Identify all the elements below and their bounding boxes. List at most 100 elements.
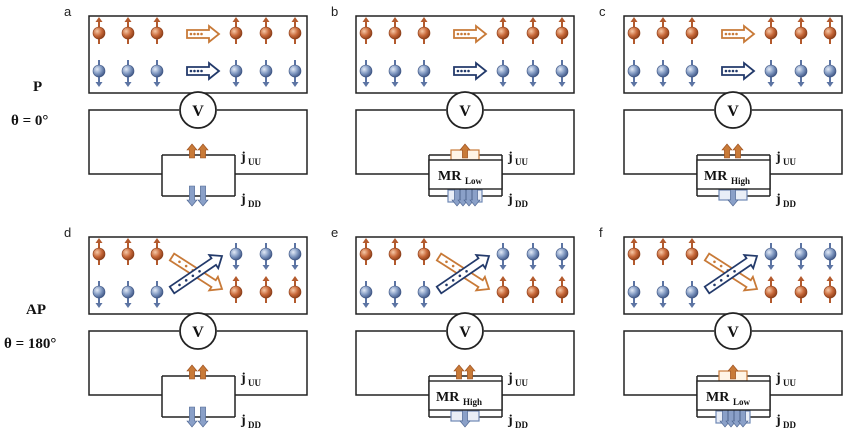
branch-sides [161, 155, 236, 196]
current-up-arrow [459, 143, 471, 159]
spin-up-electron [92, 238, 106, 265]
spin-up-electron [627, 238, 641, 265]
spin-down-electron [496, 243, 510, 270]
spin-up-electron [764, 17, 778, 44]
voltmeter-label: V [727, 103, 739, 120]
spin-down-electron [92, 60, 106, 87]
current-label-down-subscript: DD [515, 420, 528, 430]
current-label-down: j [240, 192, 246, 207]
spin-up-electron [417, 238, 431, 265]
panel-letter: e [331, 225, 338, 240]
spin-up-electron [150, 17, 164, 44]
voltmeter-label: V [192, 103, 204, 120]
current-label-up-subscript: UU [248, 378, 261, 388]
current-up-arrow [732, 143, 744, 159]
spin-down-electron [150, 281, 164, 308]
spin-up-electron [823, 17, 837, 44]
spin-up-electron [288, 17, 302, 44]
current-label-up: j [240, 150, 246, 165]
spin-up-electron [685, 17, 699, 44]
spin-down-electron [555, 60, 569, 87]
voltmeter-circle [446, 312, 484, 350]
current-up-arrow [721, 143, 733, 159]
spin-down-electron [656, 281, 670, 308]
current-up-arrow [727, 364, 739, 380]
spin-down-electron [685, 281, 699, 308]
voltmeter-circle [179, 312, 217, 350]
voltmeter-label: V [727, 324, 739, 341]
spin-up-electron [259, 276, 273, 303]
current-up-arrow [186, 364, 198, 380]
spin-up-electron [823, 276, 837, 303]
panel-letter: a [64, 4, 72, 19]
spin-up-electron [526, 276, 540, 303]
spin-down-electron [764, 243, 778, 270]
spin-up-electron [555, 276, 569, 303]
row-angle-label-ap: θ = 180° [4, 336, 56, 352]
circuit-wire-left [623, 330, 714, 396]
circuit-wire-left [88, 109, 179, 175]
current-label-down-subscript: DD [783, 199, 796, 209]
spin-up-electron [764, 276, 778, 303]
current-label-up: j [507, 150, 513, 165]
circuit-wire-right [752, 330, 843, 396]
spin-up-electron [229, 17, 243, 44]
spin-up-electron [555, 17, 569, 44]
spin-up-flow-arrow [721, 24, 756, 44]
material-box [88, 15, 308, 94]
spin-up-electron [121, 17, 135, 44]
voltmeter-circle [179, 91, 217, 129]
row-state-label-p: P [33, 79, 42, 95]
spin-down-electron [555, 243, 569, 270]
current-label-up: j [775, 150, 781, 165]
spin-up-flow-arrow [186, 24, 221, 44]
current-label-up: j [507, 371, 513, 386]
spin-down-electron [627, 281, 641, 308]
circuit-wire-left [355, 109, 446, 175]
spin-down-electron [121, 281, 135, 308]
spin-down-electron [259, 243, 273, 270]
current-down-arrow [186, 185, 198, 207]
current-label-down: j [240, 413, 246, 428]
voltmeter-circle [714, 312, 752, 350]
current-up-arrow [464, 364, 476, 380]
spin-up-electron [229, 276, 243, 303]
spin-up-flow-arrow [453, 24, 488, 44]
spin-down-electron [150, 60, 164, 87]
spin-down-electron [288, 60, 302, 87]
material-box [623, 15, 843, 94]
spin-up-electron [92, 17, 106, 44]
spin-up-electron [526, 17, 540, 44]
panel-letter: d [64, 225, 71, 240]
spin-down-electron [359, 60, 373, 87]
current-label-down-subscript: DD [248, 420, 261, 430]
spin-down-electron [388, 60, 402, 87]
spin-down-flow-arrow [703, 253, 759, 295]
spin-up-electron [150, 238, 164, 265]
current-label-up-subscript: UU [515, 378, 528, 388]
spin-down-electron [526, 60, 540, 87]
current-label-up-subscript: UU [783, 378, 796, 388]
spin-down-electron [526, 243, 540, 270]
spin-up-electron [685, 238, 699, 265]
mr-label: MR [438, 169, 462, 184]
spin-up-electron [496, 17, 510, 44]
current-label-up-subscript: UU [515, 157, 528, 167]
spin-down-electron [288, 243, 302, 270]
mr-box [696, 159, 771, 190]
mr-box [428, 159, 503, 190]
circuit-wire-left [355, 330, 446, 396]
mr-label: MR [706, 390, 730, 405]
circuit-wire-left [623, 109, 714, 175]
spin-up-electron [656, 238, 670, 265]
spin-down-electron [417, 60, 431, 87]
spin-up-electron [627, 17, 641, 44]
current-label-down: j [775, 192, 781, 207]
circuit-wire-right [217, 330, 308, 396]
spin-down-electron [121, 60, 135, 87]
spin-down-electron [496, 60, 510, 87]
